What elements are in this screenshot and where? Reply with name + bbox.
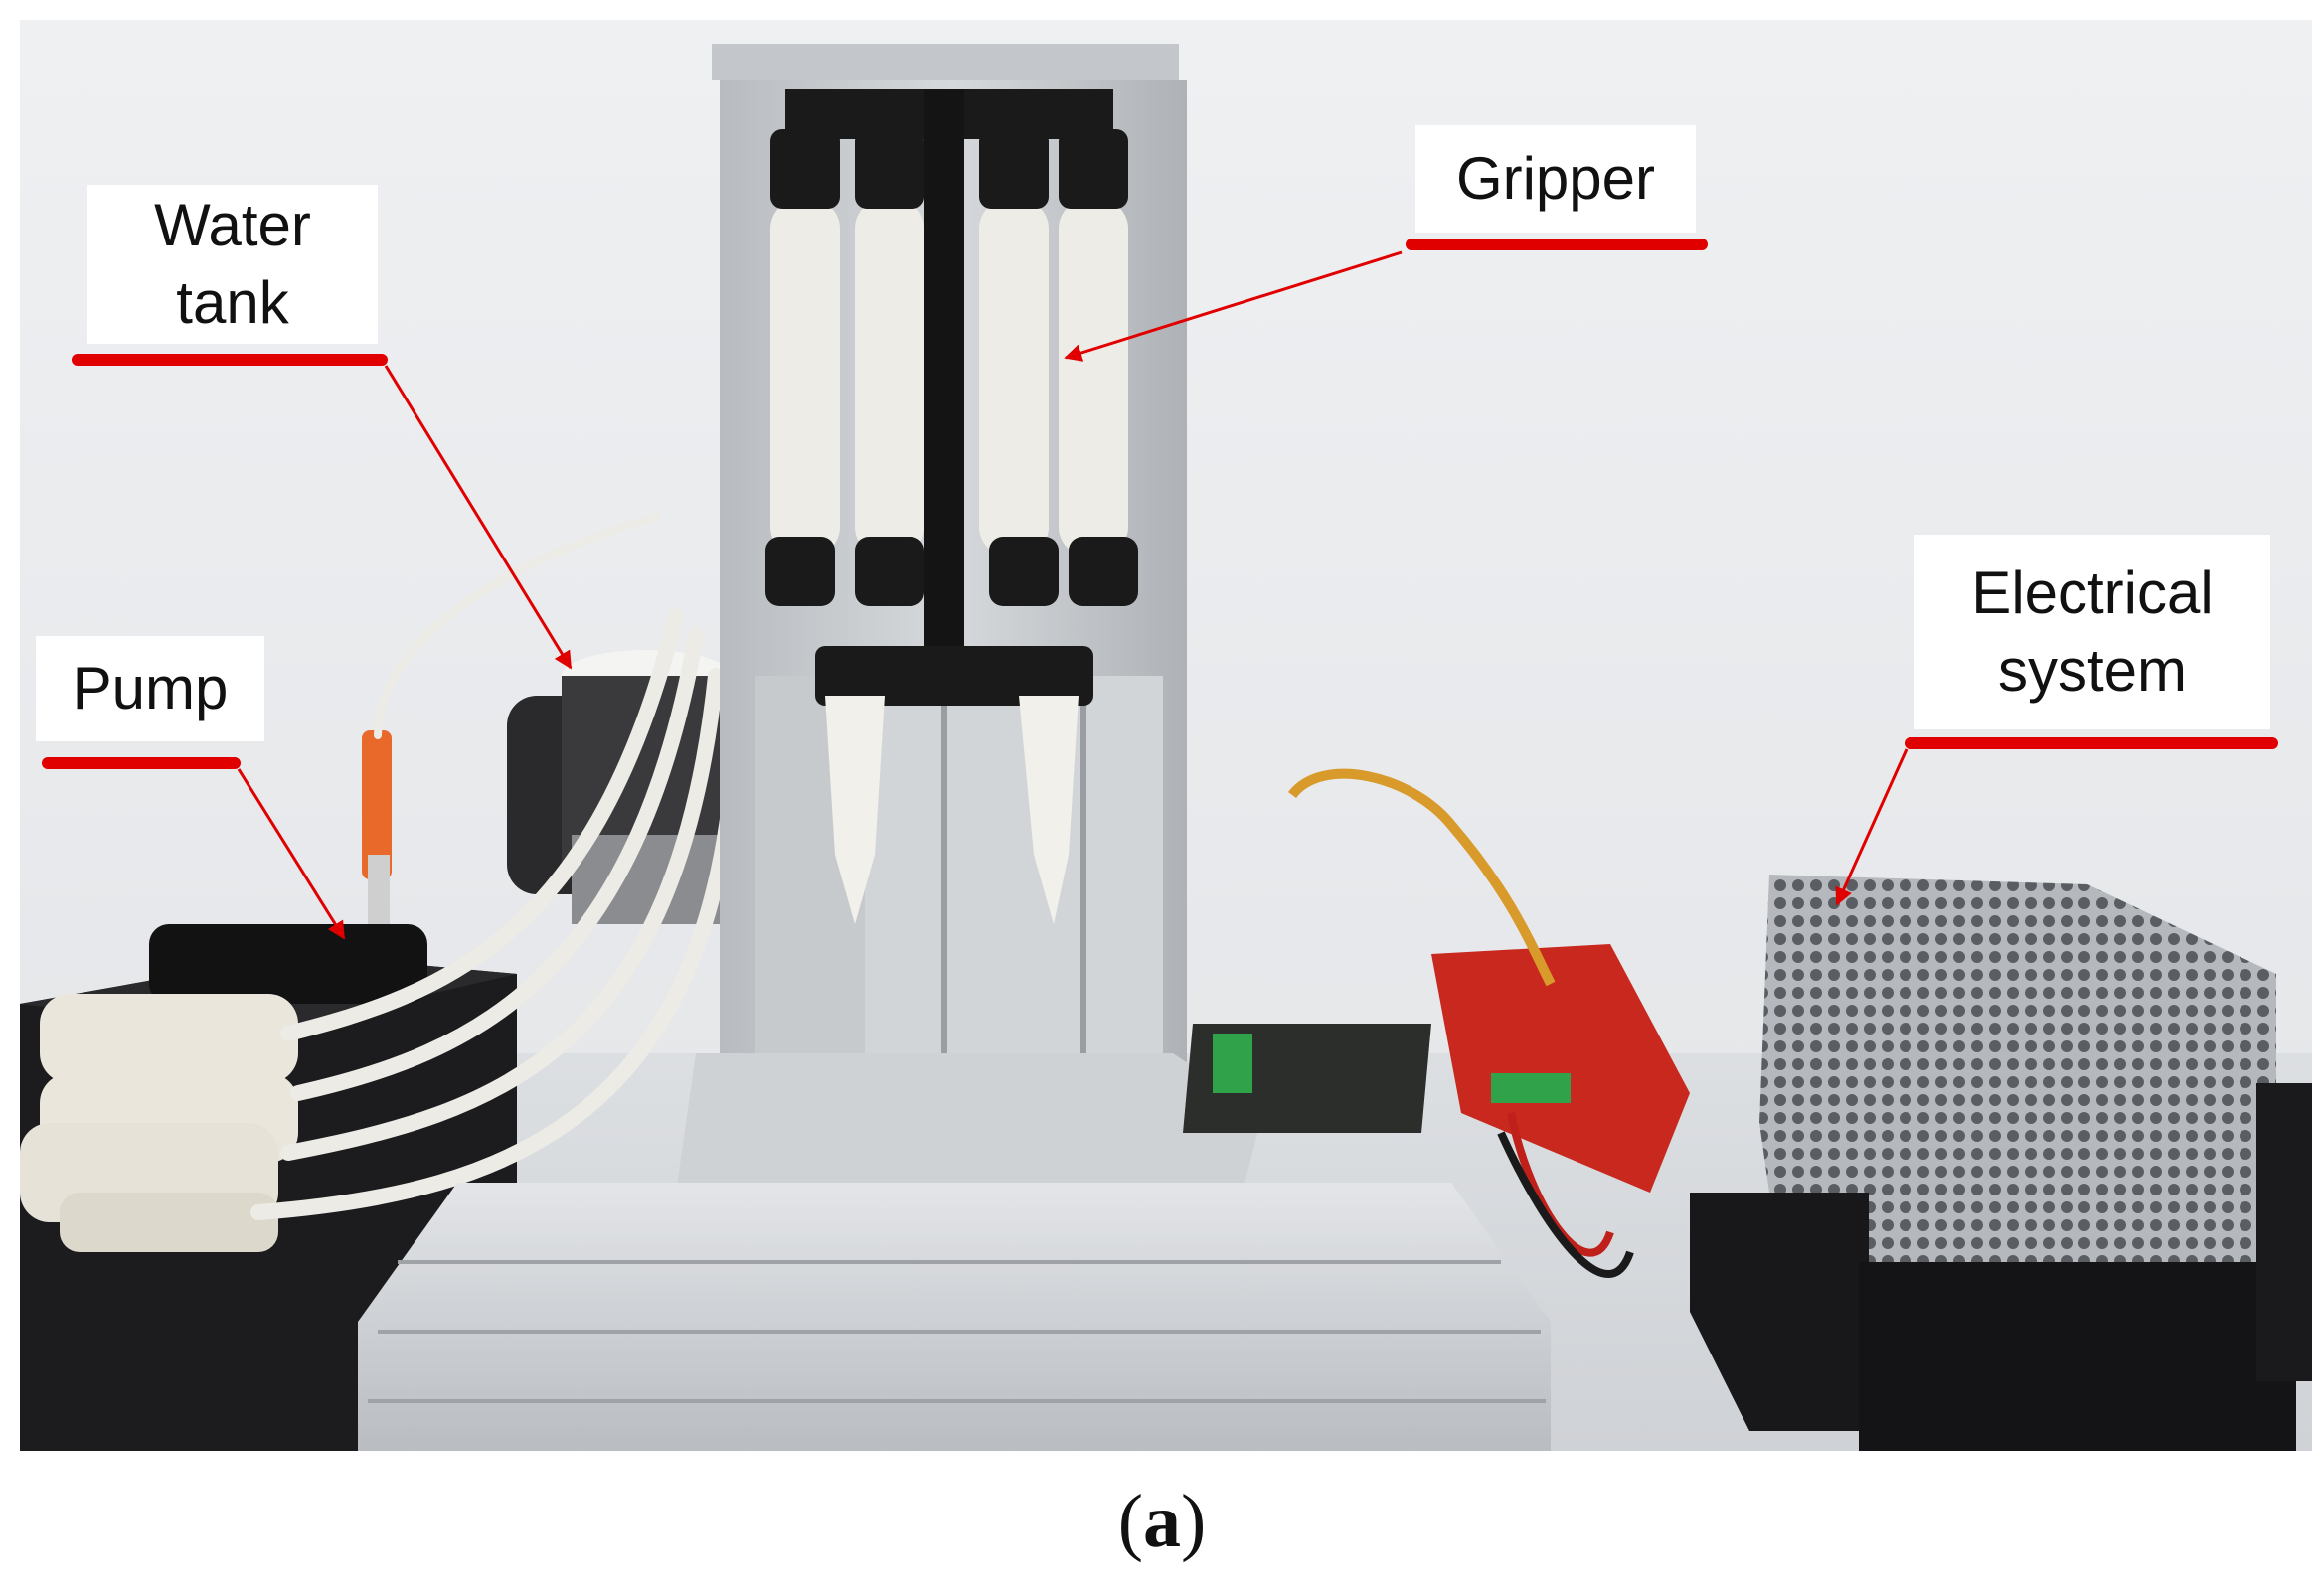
callout-arrows xyxy=(237,250,1909,940)
callout-underlines xyxy=(42,239,2278,769)
caption-letter: a xyxy=(1143,1480,1181,1563)
aluminum-frame xyxy=(676,44,1262,1193)
caption-open-paren: ( xyxy=(1117,1480,1143,1563)
pump-label-text: Pump xyxy=(72,655,229,721)
gripper-label: Gripper xyxy=(1415,125,1696,233)
filter-tube xyxy=(362,730,392,924)
pump-label: Pump xyxy=(36,636,264,741)
gripper-arrow xyxy=(1064,250,1403,362)
gripper-label-text: Gripper xyxy=(1455,145,1656,212)
silicone-tubes xyxy=(250,513,744,1220)
power-supplies xyxy=(1690,875,2312,1451)
aluminum-base xyxy=(358,1183,1551,1451)
control-boards xyxy=(1183,768,1690,1278)
electrical-system-arrow xyxy=(1835,748,1909,906)
caption-close-paren: ) xyxy=(1181,1480,1207,1563)
figure-caption: (a) xyxy=(0,1477,2324,1566)
electrical-system-label: Electrical system xyxy=(1914,535,2270,729)
electrical-system-label-text: Electrical system xyxy=(1971,559,2214,704)
water-tank-label-text: Water tank xyxy=(154,192,311,336)
pump-arrow xyxy=(237,768,346,940)
soft-gripper xyxy=(765,89,1138,924)
pump-motors xyxy=(20,924,427,1252)
water-tank-label: Water tank xyxy=(87,185,378,344)
water-tank-arrow xyxy=(384,365,573,670)
